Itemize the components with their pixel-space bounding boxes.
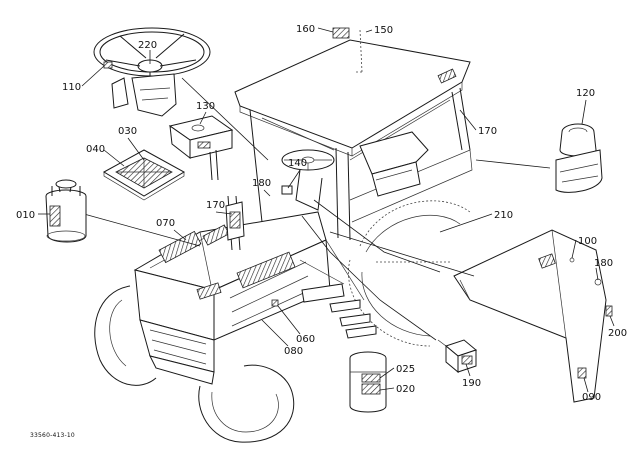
part-label-140: 140: [288, 158, 307, 169]
part-label-100: 100: [578, 236, 597, 247]
reference-code: 33560-413-10: [30, 432, 75, 439]
hood-top-label-070: [158, 230, 202, 264]
part-label-180b: 180: [252, 178, 271, 189]
rear-fender: [453, 229, 613, 403]
cab-roof: [234, 27, 471, 157]
part-label-030: 030: [118, 126, 137, 137]
plate-part-040: [102, 149, 186, 201]
hood-side-label: [236, 251, 296, 289]
engine-hood: [133, 195, 331, 341]
filter-label-020: [361, 383, 381, 395]
front-tires: [94, 285, 295, 443]
rear-tire: [348, 200, 471, 347]
part-label-070: 070: [156, 218, 175, 229]
part-label-220: 210: [494, 210, 513, 221]
mirror-label: [229, 211, 241, 229]
box-label: [461, 355, 473, 365]
front-grille: [139, 319, 215, 385]
part-label-020: 020: [396, 384, 415, 395]
cab-steps: [271, 239, 377, 339]
part-label-180a: 170: [206, 200, 225, 211]
label-090-sticker: [577, 367, 587, 379]
roof-label-170: [332, 27, 350, 39]
box-part-200: [437, 339, 478, 374]
part-label-210: 200: [608, 328, 627, 339]
part-label-090: 090: [582, 392, 601, 403]
part-label-010: 010: [16, 210, 35, 221]
tank-cap-part-120: [555, 123, 603, 193]
hood-front-label: [196, 282, 222, 300]
fender-label: [538, 253, 556, 269]
part-label-190: 180: [594, 258, 613, 269]
wheel-label-110: [103, 61, 113, 69]
panel-part-130: [168, 115, 234, 181]
steering-wheel-part: [93, 27, 211, 117]
filter-label-010: [49, 205, 61, 227]
roof-rear-label: [437, 68, 457, 84]
part-callouts: 220 110 130 030 040 010 070 170 180 140 …: [16, 24, 627, 403]
part-label-060: 060: [296, 334, 315, 345]
leader-lines: [83, 77, 551, 341]
part-label-040: 040: [86, 144, 105, 155]
part-label-160: 220: [138, 40, 157, 51]
cab-steering-wheel: [281, 149, 335, 211]
part-label-110: 110: [62, 82, 81, 93]
part-label-025: 025: [396, 364, 415, 375]
operator-seat: [359, 131, 429, 197]
part-label-120: 120: [576, 88, 595, 99]
part-label-150: 150: [374, 25, 393, 36]
hood-top-label-180: [202, 224, 230, 246]
filter-part-010: [45, 179, 87, 243]
callout-leaders: [38, 27, 615, 393]
mirror-part-180: [225, 201, 245, 241]
label-210-sticker: [605, 305, 613, 317]
part-label-170-top: 160: [296, 24, 315, 35]
panel-label: [197, 141, 211, 149]
part-label-130: 130: [196, 101, 215, 112]
part-label-200: 190: [462, 378, 481, 389]
part-label-170-side: 170: [478, 126, 497, 137]
oil-filter-part-020: [349, 351, 387, 413]
part-label-080: 080: [284, 346, 303, 357]
filter-label-025: [361, 373, 381, 383]
step-label-060: [271, 299, 279, 307]
label-140-sticker: [281, 185, 293, 195]
